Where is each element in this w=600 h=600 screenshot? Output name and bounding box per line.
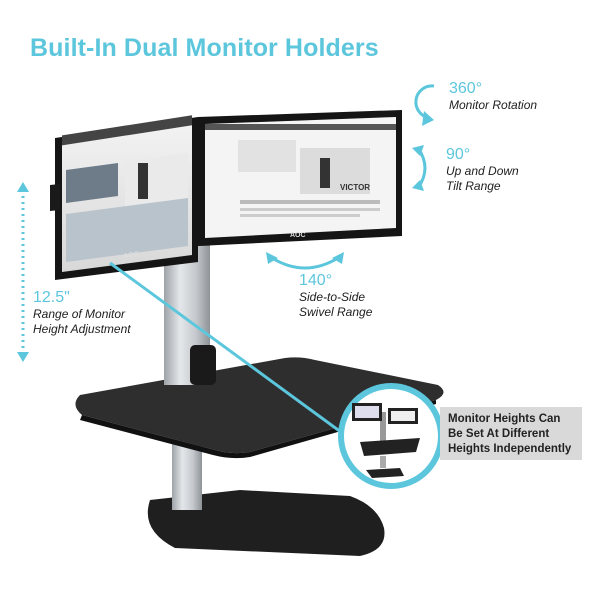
lower-pole bbox=[172, 440, 202, 510]
info-line2: Be Set At Different bbox=[448, 428, 550, 440]
swivel-label-line2: Swivel Range bbox=[299, 305, 373, 319]
rotation-callout: 360° Monitor Rotation bbox=[449, 80, 537, 113]
height-label-line2: Height Adjustment bbox=[33, 322, 131, 336]
height-value: 12.5" bbox=[33, 289, 70, 306]
swivel-value: 140° bbox=[299, 272, 333, 289]
tilt-label-line2: Tilt Range bbox=[446, 179, 501, 193]
rotation-label: Monitor Rotation bbox=[449, 98, 538, 112]
swivel-callout: 140° Side-to-Side Swivel Range bbox=[299, 272, 372, 320]
info-box: Monitor Heights Can Be Set At Different … bbox=[440, 407, 582, 460]
rotation-value: 360° bbox=[449, 80, 483, 97]
info-line1: Monitor Heights Can bbox=[448, 413, 561, 425]
height-arrow bbox=[17, 182, 29, 362]
detail-circle bbox=[338, 383, 444, 489]
tilt-value: 90° bbox=[446, 146, 471, 163]
base-plate bbox=[147, 490, 385, 556]
rotation-arrowhead bbox=[422, 111, 434, 126]
tilt-callout: 90° Up and Down Tilt Range bbox=[446, 146, 519, 194]
tilt-label-line1: Up and Down bbox=[446, 164, 519, 178]
swivel-arrow bbox=[266, 252, 344, 270]
info-line3: Heights Independently bbox=[448, 443, 572, 455]
tilt-arrow bbox=[412, 145, 427, 191]
screen-brand-logo: VICTOR bbox=[340, 183, 371, 192]
swivel-label-line1: Side-to-Side bbox=[299, 290, 366, 304]
height-label-line1: Range of Monitor bbox=[33, 307, 126, 321]
right-monitor bbox=[198, 110, 402, 246]
connector-line bbox=[109, 261, 346, 437]
left-monitor bbox=[50, 115, 198, 280]
height-clamp bbox=[190, 345, 216, 385]
right-monitor-brand: AOC bbox=[290, 232, 306, 239]
page-title: Built-In Dual Monitor Holders bbox=[30, 34, 379, 62]
height-callout: 12.5" Range of Monitor Height Adjustment bbox=[33, 289, 131, 337]
